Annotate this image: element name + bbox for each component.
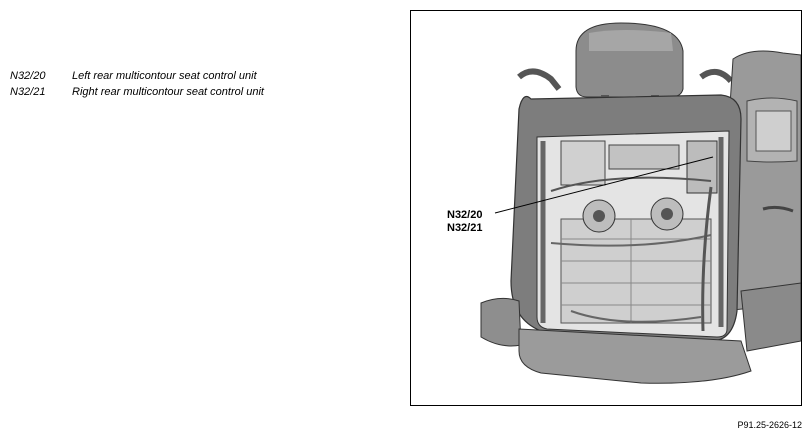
legend-description: Right rear multicontour seat control uni…	[72, 86, 264, 98]
callout-text: N32/21	[447, 222, 483, 234]
rear-seat-illustration	[480, 22, 801, 384]
callout-label: N32/20 N32/21	[447, 209, 482, 235]
legend-row: N32/20 Left rear multicontour seat contr…	[10, 68, 264, 84]
figure-reference-id: P91.25-2626-12	[737, 420, 802, 430]
callout-text: N32/20	[447, 209, 483, 221]
legend: N32/20 Left rear multicontour seat contr…	[10, 68, 264, 100]
legend-code: N32/21	[10, 86, 46, 98]
seat-illustration-frame: N32/20 N32/21	[410, 10, 802, 406]
legend-row: N32/21 Right rear multicontour seat cont…	[10, 84, 264, 100]
legend-code: N32/20	[10, 70, 46, 82]
legend-description: Left rear multicontour seat control unit	[72, 70, 257, 82]
